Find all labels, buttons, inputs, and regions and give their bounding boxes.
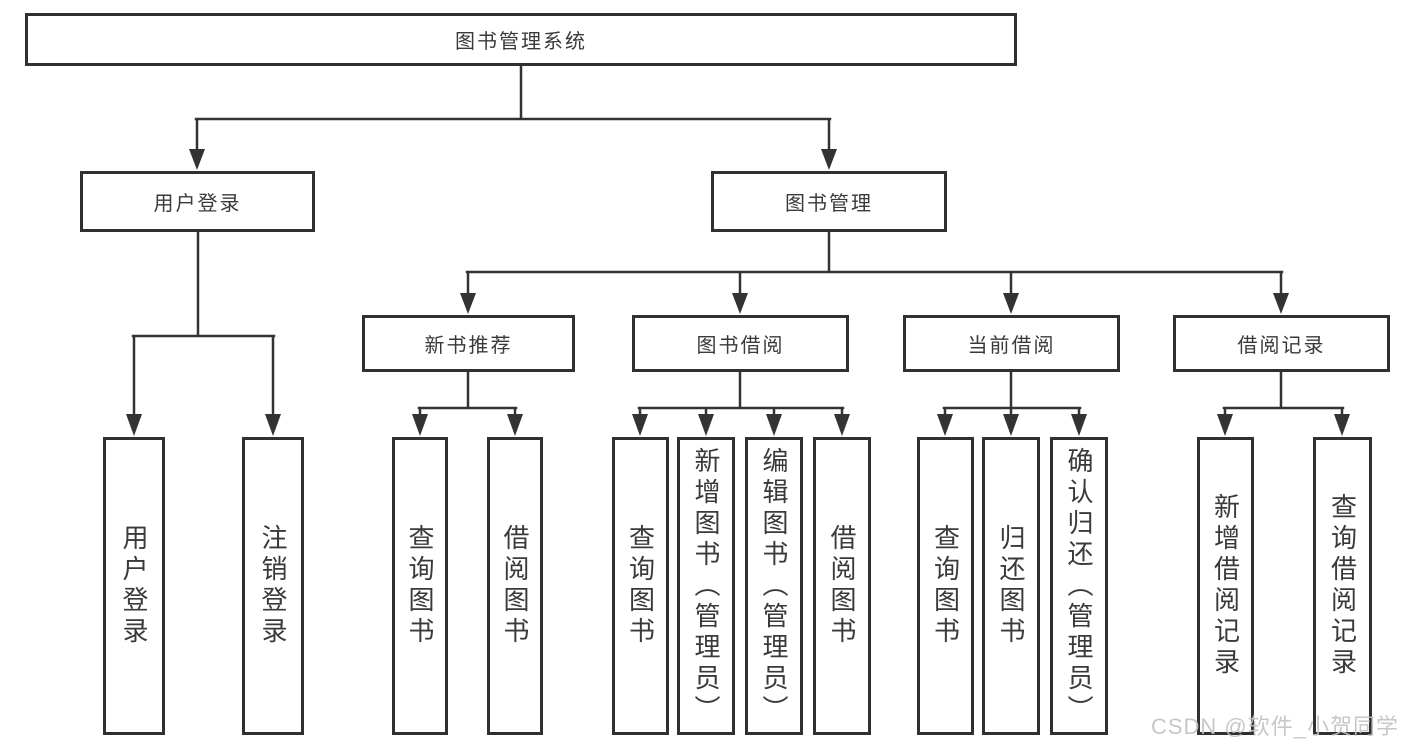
node-book-borrow-label: 图书借阅 (696, 335, 785, 357)
node-leaf-nbr-query-books: 查询图书 (392, 437, 448, 735)
node-leaf-nbr-query-books-label: 查询图书 (405, 524, 435, 648)
node-leaf-logout-label: 注销登录 (258, 524, 288, 648)
node-leaf-bb-borrow-books-label: 借阅图书 (827, 524, 857, 648)
node-leaf-cb-confirm-return-admin-label: 确认归还（管理员） (1064, 446, 1094, 726)
node-user-login-label: 用户登录 (153, 193, 242, 215)
connector-book-borrow-children (632, 370, 850, 436)
node-leaf-br-query-record: 查询借阅记录 (1313, 437, 1372, 735)
node-leaf-bb-add-books-admin: 新增图书（管理员） (677, 437, 735, 735)
node-leaf-bb-borrow-books: 借阅图书 (813, 437, 871, 735)
node-leaf-cb-query-books: 查询图书 (917, 437, 974, 735)
node-current-borrow: 当前借阅 (903, 315, 1120, 372)
node-leaf-br-query-record-label: 查询借阅记录 (1327, 493, 1358, 679)
node-new-book-rec: 新书推荐 (362, 315, 575, 372)
node-leaf-user-login: 用户登录 (103, 437, 165, 735)
node-leaf-cb-confirm-return-admin: 确认归还（管理员） (1050, 437, 1108, 735)
connector-root-to-level2 (189, 64, 837, 170)
node-leaf-user-login-label: 用户登录 (119, 524, 149, 648)
node-borrow-record-label: 借阅记录 (1237, 335, 1326, 357)
connector-borrow-record-children (1217, 370, 1350, 436)
node-leaf-cb-query-books-label: 查询图书 (930, 524, 961, 648)
node-user-login: 用户登录 (80, 171, 315, 232)
node-book-mgmt-label: 图书管理 (785, 193, 873, 215)
node-leaf-br-add-record-label: 新增借阅记录 (1210, 493, 1241, 679)
connector-new-book-rec-children (412, 370, 523, 436)
node-book-borrow: 图书借阅 (632, 315, 849, 372)
node-leaf-nbr-borrow-books: 借阅图书 (487, 437, 543, 735)
connector-book-mgmt-children (460, 230, 1289, 314)
node-leaf-bb-query-books-label: 查询图书 (625, 524, 656, 648)
node-leaf-br-add-record: 新增借阅记录 (1197, 437, 1254, 735)
csdn-watermark: CSDN @软件_小贺同学 (1150, 714, 1399, 739)
node-current-borrow-label: 当前借阅 (967, 335, 1056, 357)
node-new-book-rec-label: 新书推荐 (424, 335, 513, 357)
node-leaf-nbr-borrow-books-label: 借阅图书 (500, 524, 530, 648)
node-leaf-bb-add-books-admin-label: 新增图书（管理员） (691, 446, 721, 726)
node-leaf-bb-edit-books-admin-label: 编辑图书（管理员） (759, 446, 789, 726)
node-borrow-record: 借阅记录 (1173, 315, 1390, 372)
node-book-mgmt: 图书管理 (711, 171, 947, 232)
node-leaf-cb-return-books-label: 归还图书 (996, 524, 1026, 648)
node-leaf-logout: 注销登录 (242, 437, 304, 735)
node-root: 图书管理系统 (25, 13, 1017, 66)
node-leaf-bb-edit-books-admin: 编辑图书（管理员） (745, 437, 803, 735)
node-leaf-bb-query-books: 查询图书 (612, 437, 669, 735)
connector-user-login-children (126, 230, 281, 436)
connector-current-borrow-children (937, 370, 1087, 436)
node-leaf-cb-return-books: 归还图书 (982, 437, 1040, 735)
node-root-label: 图书管理系统 (455, 31, 587, 53)
